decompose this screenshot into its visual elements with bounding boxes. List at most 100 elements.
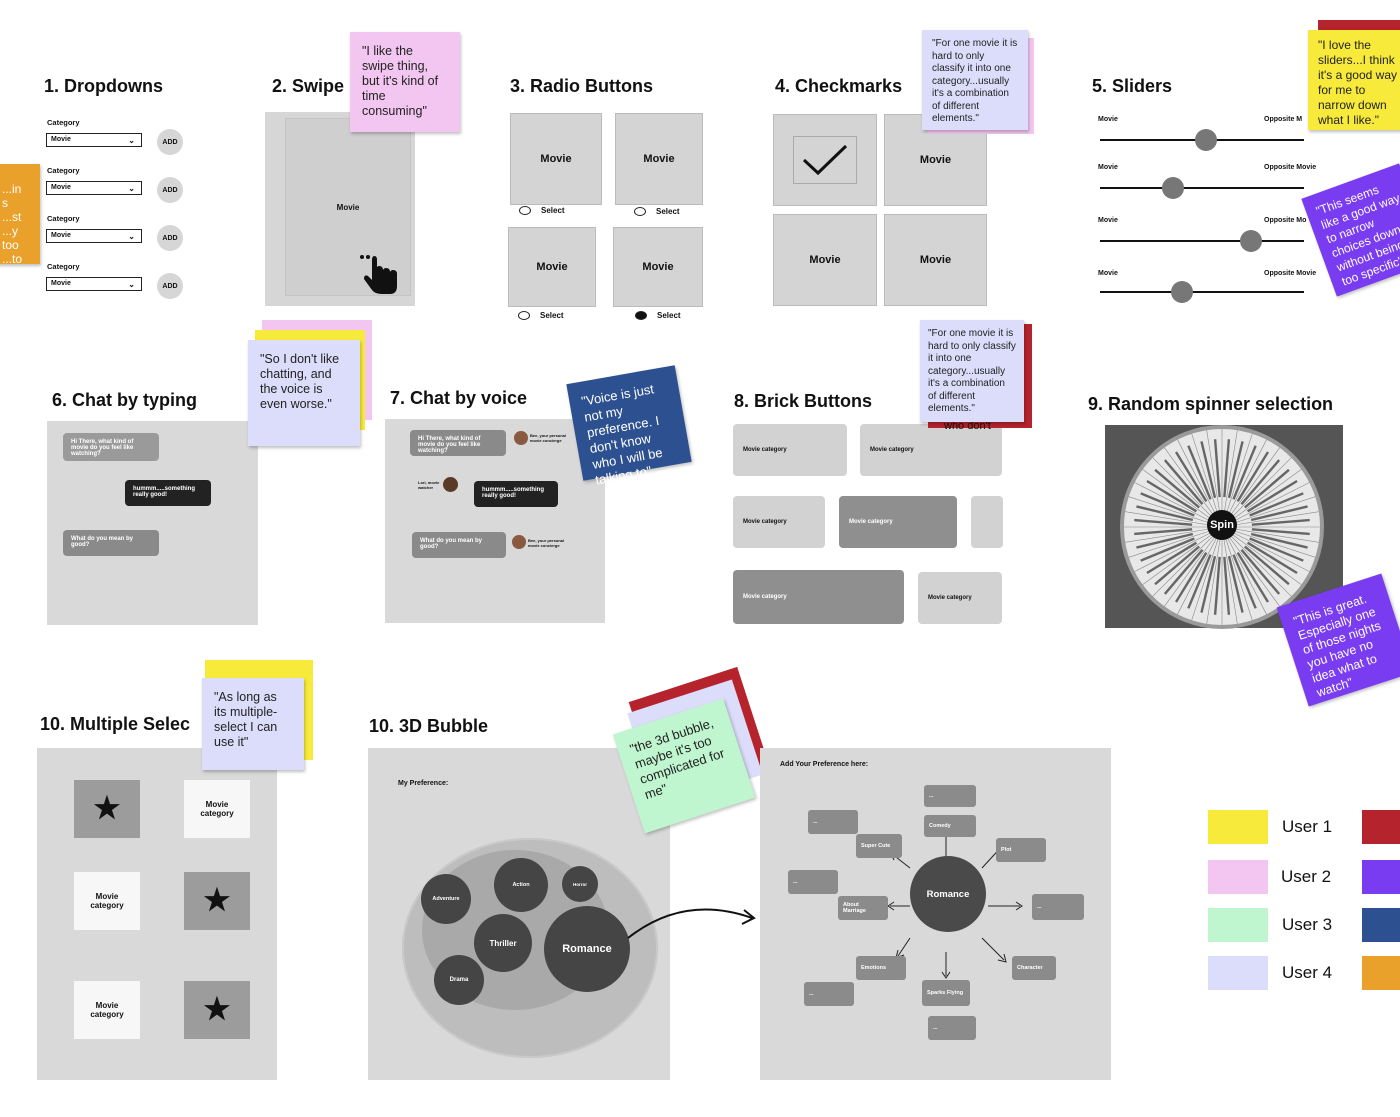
category-dropdown[interactable]: Movie⌄ — [46, 229, 142, 243]
preference-node[interactable]: Comedy — [924, 815, 976, 837]
brick-button[interactable]: Movie category — [860, 424, 1002, 476]
bubble-horror[interactable]: Horror — [562, 866, 598, 902]
radio-option-tile[interactable]: Movie — [508, 227, 596, 307]
chat-voice-title: 7. Chat by voice — [390, 388, 528, 408]
checkmark-tile-selected[interactable] — [773, 114, 877, 206]
radio-circle[interactable] — [635, 311, 647, 320]
radio-select[interactable]: Select — [519, 206, 565, 215]
legend-swatch — [1362, 956, 1400, 990]
center-romance[interactable]: Romance — [910, 856, 986, 932]
brick-button[interactable]: Movie category — [839, 496, 957, 548]
sticky-text: "For one movie it is hard to only classi… — [932, 38, 1018, 124]
multi-select-tile[interactable]: ★ — [74, 780, 140, 838]
bubble-drama[interactable]: Drama — [434, 955, 484, 1005]
slider-right-label: Opposite Movie — [1264, 270, 1317, 277]
chevron-down-icon: ⌄ — [128, 232, 135, 241]
preference-node[interactable]: About Marriage — [838, 896, 888, 920]
radio-circle[interactable] — [519, 206, 531, 215]
brick-title: 8. Brick Buttons — [734, 391, 873, 411]
preference-node-label: About Marriage — [843, 902, 866, 914]
bubble-label: Drama — [449, 977, 469, 983]
hand-pointer-icon — [360, 255, 397, 294]
bubble-thriller[interactable]: Thriller — [474, 914, 532, 972]
swipe-card[interactable]: Movie — [285, 118, 411, 296]
sticky-note-brick: "For one movie it is hard to only classi… — [920, 320, 1024, 422]
slider-knob[interactable] — [1162, 177, 1184, 199]
sticky-text: "the 3d bubble, maybe it's too complicat… — [627, 715, 727, 803]
dropdown-value: Movie — [51, 280, 71, 287]
slider-knob[interactable] — [1195, 129, 1217, 151]
brick-button[interactable] — [971, 496, 1003, 548]
checkmark-tile[interactable]: Movie — [773, 214, 877, 306]
preference-node-label: ... — [793, 879, 798, 885]
legend-swatch — [1362, 810, 1400, 844]
chat-text: hummm.....something really good! — [482, 487, 545, 499]
radio-option-tile[interactable]: Movie — [613, 227, 703, 307]
radio-circle[interactable] — [634, 207, 646, 216]
legend-swatch — [1208, 810, 1268, 844]
preference-node[interactable]: ... — [788, 870, 838, 894]
add-button-label: ADD — [162, 234, 178, 242]
radio-option-tile[interactable]: Movie — [615, 113, 703, 205]
brick-label: Movie category — [743, 447, 787, 453]
category-dropdown[interactable]: Movie⌄ — [46, 181, 142, 195]
chat-text: Hi There, what kind of movie do you feel… — [71, 439, 134, 457]
bubble-action[interactable]: Action — [494, 858, 548, 912]
dropdown-label: Category — [47, 118, 80, 127]
slider-track — [1100, 291, 1304, 293]
radio-select[interactable]: Select — [634, 207, 680, 216]
preference-node[interactable]: ... — [808, 810, 858, 834]
sticky-partial-text: who don't — [944, 420, 991, 432]
slider-knob[interactable] — [1240, 230, 1262, 252]
category-dropdown[interactable]: Movie⌄ — [46, 133, 142, 147]
radio-select[interactable]: Select — [518, 311, 564, 320]
bubble-adventure[interactable]: Adventure — [421, 874, 471, 924]
add-button[interactable]: ADD — [157, 273, 183, 299]
multi-select-tile[interactable]: ★ — [184, 872, 250, 930]
spin-button[interactable]: Spin — [1207, 510, 1237, 540]
add-button[interactable]: ADD — [157, 225, 183, 251]
preference-node[interactable]: ... — [928, 1016, 976, 1040]
legend-swatch — [1208, 860, 1268, 894]
preference-node[interactable]: ... — [1032, 894, 1084, 920]
sticky-text: "This seems like a good way to narrow ch… — [1314, 182, 1400, 289]
add-button[interactable]: ADD — [157, 129, 183, 155]
star-icon: ★ — [93, 792, 121, 825]
multi-select-tile[interactable]: Movie category — [74, 872, 140, 930]
tile-label: Movie category — [90, 892, 124, 910]
multi-select-tile[interactable]: Movie category — [184, 780, 250, 838]
multi-select-tile[interactable]: Movie category — [74, 981, 140, 1039]
brick-button[interactable]: Movie category — [733, 424, 847, 476]
tile-label: Movie — [919, 254, 952, 266]
slider-knob[interactable] — [1171, 281, 1193, 303]
radio-option-tile[interactable]: Movie — [510, 113, 602, 205]
preference-node[interactable]: Plot — [996, 838, 1046, 862]
brick-button[interactable]: Movie category — [733, 570, 904, 624]
preference-node-label: Sparks Flying — [927, 990, 964, 996]
add-button-label: ADD — [162, 186, 178, 194]
preference-node[interactable]: Character — [1012, 956, 1056, 980]
multi-select-tile[interactable]: ★ — [184, 981, 250, 1039]
bubble-romance[interactable]: Romance — [544, 906, 630, 992]
add-button[interactable]: ADD — [157, 177, 183, 203]
star-icon: ★ — [203, 993, 231, 1026]
radio-select[interactable]: Select — [635, 311, 681, 320]
preference-node[interactable]: ... — [804, 982, 854, 1006]
brick-button[interactable]: Movie category — [918, 572, 1002, 624]
chat-bubble-agent: Hi There, what kind of movie do you feel… — [63, 433, 159, 461]
category-dropdown[interactable]: Movie⌄ — [46, 277, 142, 291]
preference-node-label: Character — [1017, 965, 1043, 971]
agent-avatar — [514, 431, 528, 445]
brick-button[interactable]: Movie category — [733, 496, 825, 548]
preference-node[interactable]: Emotions — [856, 956, 906, 980]
checkmark-tile[interactable]: Movie — [884, 214, 987, 306]
bubble-label: Horror — [572, 881, 587, 887]
preference-node[interactable]: Super Cute — [856, 834, 902, 858]
preference-node[interactable]: ... — [924, 785, 976, 807]
preference-node[interactable]: Sparks Flying — [922, 980, 970, 1006]
radio-circle[interactable] — [518, 311, 530, 320]
